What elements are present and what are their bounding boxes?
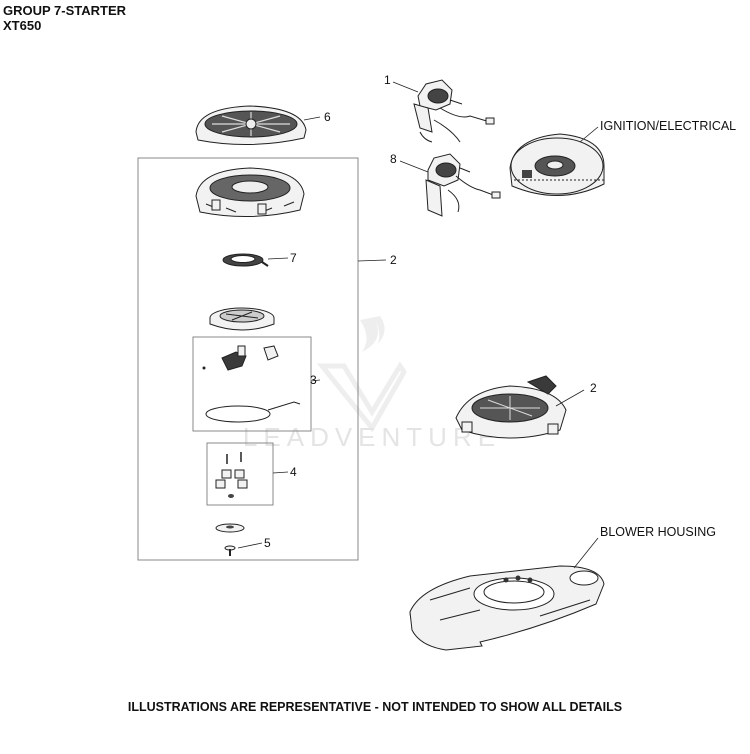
starter-pulley-part[interactable] bbox=[209, 307, 275, 331]
starter-kit-box bbox=[137, 157, 359, 561]
model-number: XT650 bbox=[3, 18, 42, 33]
label-blower-housing: BLOWER HOUSING bbox=[600, 525, 716, 539]
callout-3: 3 bbox=[310, 373, 317, 387]
recoil-spring-part[interactable] bbox=[222, 253, 269, 267]
kit-3-box bbox=[192, 336, 312, 432]
callout-2-kit: 2 bbox=[390, 253, 397, 267]
watermark: LEADVENTURE bbox=[243, 316, 501, 452]
callout-1: 1 bbox=[384, 73, 391, 87]
hardware-kit-part[interactable] bbox=[215, 452, 248, 498]
assembled-starter-part[interactable] bbox=[455, 375, 567, 439]
watermark-text: LEADVENTURE bbox=[243, 422, 501, 452]
footer-disclaimer: ILLUSTRATIONS ARE REPRESENTATIVE - NOT I… bbox=[127, 700, 623, 714]
ignition-module-part-8[interactable] bbox=[425, 153, 501, 217]
page-title: GROUP 7-STARTER bbox=[3, 3, 127, 18]
callout-2-assembly: 2 bbox=[590, 381, 597, 395]
callout-6: 6 bbox=[324, 110, 331, 124]
retainer-screw-part[interactable] bbox=[215, 523, 245, 556]
label-ignition-electrical: IGNITION/ELECTRICAL bbox=[600, 119, 736, 133]
callout-7: 7 bbox=[290, 251, 297, 265]
callout-5: 5 bbox=[264, 536, 271, 550]
callout-8: 8 bbox=[390, 152, 397, 166]
flywheel-part[interactable] bbox=[509, 133, 605, 196]
blower-housing-part[interactable] bbox=[409, 565, 605, 651]
kit-4-box bbox=[206, 442, 274, 506]
starter-screen-part[interactable] bbox=[195, 105, 307, 146]
callout-4: 4 bbox=[290, 465, 297, 479]
pawl-kit-part[interactable] bbox=[202, 345, 301, 423]
starter-housing-part[interactable] bbox=[195, 167, 305, 218]
ignition-module-part-1[interactable] bbox=[413, 79, 495, 143]
watermark-logo-icon bbox=[316, 316, 407, 433]
